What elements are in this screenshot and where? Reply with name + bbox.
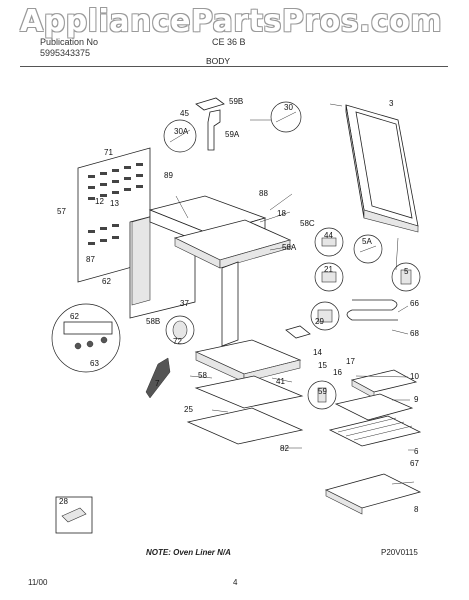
callout-13: 13 bbox=[110, 199, 119, 208]
callout-44: 44 bbox=[324, 231, 333, 240]
callout-29: 29 bbox=[315, 317, 324, 326]
callout-14: 14 bbox=[313, 348, 322, 357]
callout-62-detail: 62 bbox=[70, 312, 79, 321]
oven-door-panels bbox=[186, 339, 304, 445]
callout-7: 7 bbox=[155, 379, 160, 388]
callout-62: 62 bbox=[102, 277, 111, 286]
callout-58c: 58C bbox=[300, 219, 315, 228]
callout-59b: 59B bbox=[229, 97, 243, 106]
callout-41: 41 bbox=[276, 377, 285, 386]
callout-16: 16 bbox=[333, 368, 342, 377]
callout-37: 37 bbox=[180, 299, 189, 308]
revision-date: 11/00 bbox=[28, 578, 48, 587]
drawer bbox=[324, 473, 422, 515]
callout-5a: 5A bbox=[362, 237, 372, 246]
page-number: 4 bbox=[233, 578, 238, 587]
top-brackets bbox=[163, 97, 302, 153]
section-title: BODY bbox=[206, 56, 231, 66]
callout-82: 82 bbox=[280, 444, 289, 453]
header-divider bbox=[20, 66, 448, 67]
leader-lines bbox=[175, 103, 415, 485]
callout-25: 25 bbox=[184, 405, 193, 414]
door-hinge bbox=[145, 357, 171, 399]
callout-68: 68 bbox=[410, 329, 419, 338]
callout-3: 3 bbox=[389, 99, 394, 108]
figure-code: P20V0115 bbox=[381, 548, 418, 557]
broiler-pan bbox=[334, 369, 418, 421]
callout-87: 87 bbox=[86, 255, 95, 264]
side-panel-right bbox=[345, 104, 419, 233]
callout-71: 71 bbox=[104, 148, 113, 157]
callout-59: 59 bbox=[318, 387, 327, 396]
callout-72: 72 bbox=[173, 337, 182, 346]
model-number: CE 36 B bbox=[212, 37, 246, 47]
callout-30a: 30A bbox=[174, 127, 189, 136]
callout-89: 89 bbox=[164, 171, 173, 180]
bake-element bbox=[285, 299, 398, 339]
callout-5: 5 bbox=[404, 267, 409, 276]
inset-box bbox=[55, 496, 93, 534]
callout-88: 88 bbox=[259, 189, 268, 198]
callout-67: 67 bbox=[410, 459, 419, 468]
callout-57: 57 bbox=[57, 207, 66, 216]
callout-58b: 58B bbox=[146, 317, 160, 326]
callout-12: 12 bbox=[95, 197, 104, 206]
oven-racks bbox=[328, 415, 422, 447]
footer-note: NOTE: Oven Liner N/A bbox=[146, 548, 231, 557]
callout-63: 63 bbox=[90, 359, 99, 368]
publication-number: 5995343375 bbox=[40, 48, 91, 58]
callout-58a: 58A bbox=[282, 243, 297, 252]
callout-9: 9 bbox=[414, 395, 419, 404]
callout-18: 18 bbox=[277, 209, 286, 218]
callout-28: 28 bbox=[59, 497, 68, 506]
callout-8: 8 bbox=[414, 505, 419, 514]
callout-45: 45 bbox=[180, 109, 189, 118]
callout-15: 15 bbox=[318, 361, 327, 370]
callout-6: 6 bbox=[414, 447, 419, 456]
callouts: 3 5 5A 7 8 9 10 12 13 14 15 16 17 18 21 … bbox=[57, 97, 419, 514]
publication-label: Publication No bbox=[40, 37, 99, 47]
callout-59a: 59A bbox=[225, 130, 240, 139]
watermark: AppliancePartsPros.com bbox=[20, 4, 443, 39]
callout-30: 30 bbox=[284, 103, 293, 112]
callout-10: 10 bbox=[410, 372, 419, 381]
component-details bbox=[51, 227, 421, 410]
callout-21: 21 bbox=[324, 265, 333, 274]
insulation-blanket bbox=[173, 219, 292, 347]
callout-17: 17 bbox=[346, 357, 355, 366]
callout-58: 58 bbox=[198, 371, 207, 380]
callout-66: 66 bbox=[410, 299, 419, 308]
